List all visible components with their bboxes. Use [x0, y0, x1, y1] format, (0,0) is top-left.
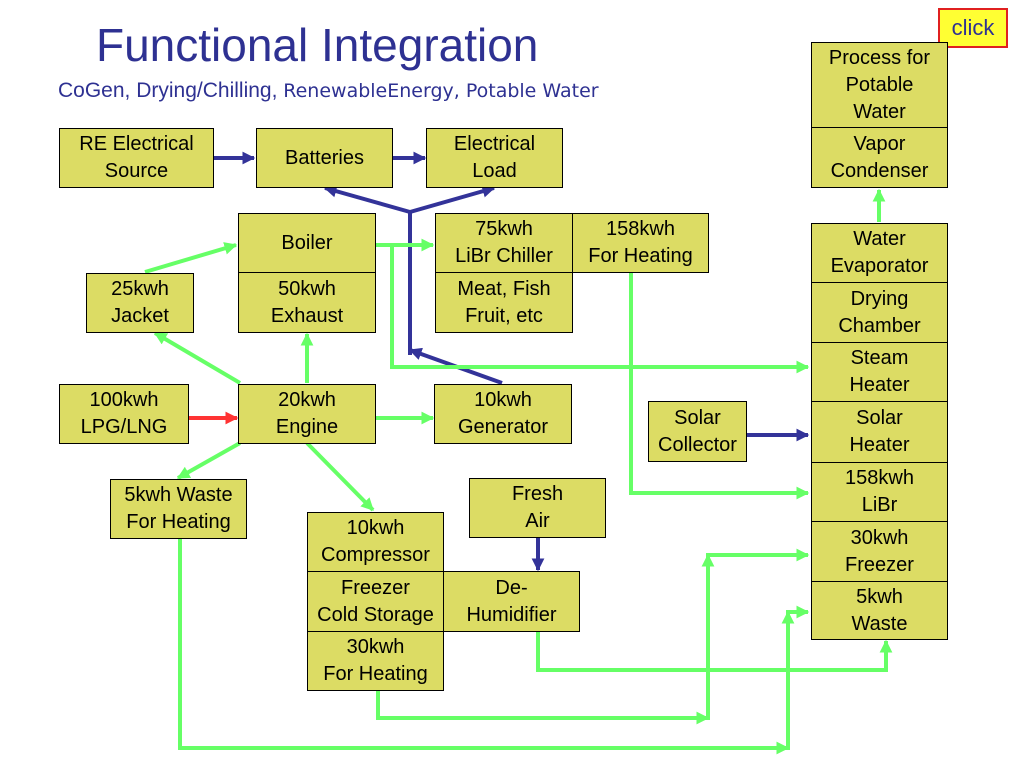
box-heating-30: 30kwh For Heating	[307, 631, 444, 691]
arrow-boiler-to-steam-heater	[390, 245, 810, 374]
box-waste-5: 5kwh Waste	[811, 581, 948, 640]
box-dehumidifier: De- Humidifier	[443, 571, 580, 632]
box-libr-chiller: 75kwh LiBr Chiller	[435, 213, 573, 273]
box-libr-158: 158kwh LiBr	[811, 462, 948, 522]
box-re-electrical-source: RE Electrical Source	[59, 128, 214, 188]
box-fresh-air: Fresh Air	[469, 478, 606, 538]
box-lpg-lng: 100kwh LPG/LNG	[59, 384, 189, 444]
subtitle-part-2: RenewableEnergy, Potable Water	[283, 80, 599, 102]
arrow-engine-to-jacket	[153, 331, 242, 385]
arrow-jacket-to-boiler	[144, 242, 238, 274]
arrow-engine-to-compressor	[305, 441, 375, 512]
box-batteries: Batteries	[256, 128, 393, 188]
arrow-engine-to-waste	[176, 441, 241, 480]
page-title: Functional Integration	[96, 19, 539, 71]
page-subtitle: CoGen, Drying/Chilling, RenewableEnergy,…	[58, 79, 599, 103]
click-button[interactable]: click	[938, 8, 1008, 48]
box-boiler: Boiler	[238, 213, 376, 273]
box-generator: 10kwh Generator	[434, 384, 572, 444]
box-drying-chamber: Drying Chamber	[811, 282, 948, 343]
arrow-dehumidifier-to-waste	[536, 632, 893, 672]
box-electrical-load: Electrical Load	[426, 128, 563, 188]
box-waste-heating: 5kwh Waste For Heating	[110, 479, 247, 539]
box-steam-heater: Steam Heater	[811, 342, 948, 402]
box-solar-heater: Solar Heater	[811, 401, 948, 463]
box-vapor-condenser: Vapor Condenser	[811, 127, 948, 188]
subtitle-part-1: CoGen, Drying/Chilling,	[58, 79, 284, 102]
box-water-evaporator: Water Evaporator	[811, 223, 948, 283]
box-jacket: 25kwh Jacket	[86, 273, 194, 333]
arrow-heating-to-libr	[629, 272, 810, 500]
arrow-junction-to-load	[409, 185, 496, 214]
box-exhaust: 50kwh Exhaust	[238, 272, 376, 333]
box-solar-collector: Solar Collector	[648, 401, 747, 462]
box-heating-158: 158kwh For Heating	[572, 213, 709, 273]
box-meat-fish: Meat, Fish Fruit, etc	[435, 272, 573, 333]
box-compressor: 10kwh Compressor	[307, 512, 444, 572]
box-engine: 20kwh Engine	[238, 384, 376, 444]
box-potable-process: Process for Potable Water	[811, 42, 948, 128]
arrow-junction-to-batteries	[323, 184, 411, 214]
box-freezer-cold-storage: Freezer Cold Storage	[307, 571, 444, 632]
box-freezer-30: 30kwh Freezer	[811, 521, 948, 582]
